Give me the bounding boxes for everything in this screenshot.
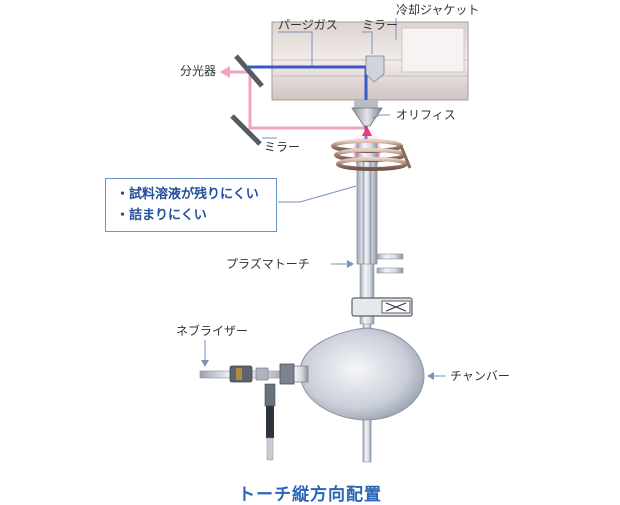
cooling-jacket-label: 冷却ジャケット [396,3,480,17]
left-mirror [230,114,262,146]
chamber-label: チャンバー [450,369,510,383]
top-mirror-label: ミラー [362,18,399,32]
advantage-item: 試料溶液が残りにくい [116,184,276,205]
rf-coil [331,139,412,171]
diagram-caption: トーチ縦方向配置 [238,485,382,505]
leader-lines [201,18,446,380]
torch-clamp [351,297,413,317]
orifice-cone [351,100,383,127]
purge-gas-label: パージガス [278,18,338,32]
torch-label: プラズマトーチ [226,257,310,271]
nebulizer-label: ネブライザー [176,324,249,338]
spectrometer-mirror [234,54,264,88]
orifice-label: オリフィス [396,108,456,122]
top-mirror [365,55,385,83]
cooling-jacket [271,21,469,101]
left-mirror-label: ミラー [264,140,301,154]
spray-chamber [285,327,425,421]
spectrometer-label: 分光器 [180,64,217,78]
nebulizer [199,363,295,461]
drain-tube [362,419,372,463]
advantages-callout: 試料溶液が残りにくい 詰まりにくい [105,178,277,232]
advantage-item: 詰まりにくい [116,205,276,226]
